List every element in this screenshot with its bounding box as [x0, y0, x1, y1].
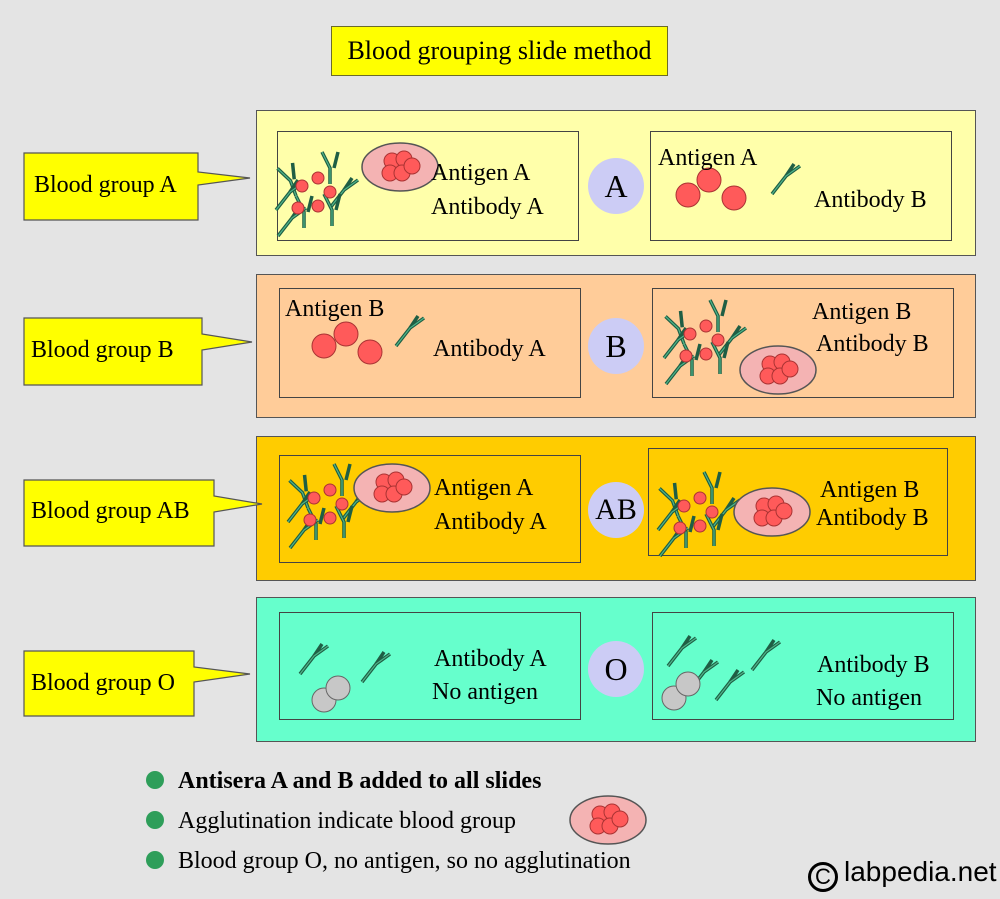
slide-b-right	[652, 288, 954, 398]
slide-b-right-line1: Antigen B	[812, 299, 912, 325]
bullet-text: Agglutination indicate blood group	[178, 808, 516, 834]
slide-ab-right-line1: Antigen B	[820, 477, 920, 503]
slide-a-right	[650, 131, 952, 241]
label-blood-group-o: Blood group O	[31, 670, 175, 696]
bullet-dot-icon	[146, 771, 164, 789]
copyright-text: labpedia.net	[844, 856, 997, 887]
copyright-icon: C	[808, 862, 838, 892]
bullet-text: Blood group O, no antigen, so no aggluti…	[178, 848, 631, 874]
bullet-dot-icon	[146, 851, 164, 869]
slide-ab-left-line1: Antigen A	[434, 475, 534, 501]
center-label-ab: AB	[588, 482, 644, 538]
slide-o-right	[652, 612, 954, 720]
center-label-b: B	[588, 318, 644, 374]
slide-o-left-line1: Antibody A	[434, 646, 547, 672]
slide-a-left-line1: Antigen A	[431, 160, 531, 186]
label-blood-group-b: Blood group B	[31, 337, 174, 363]
diagram-title: Blood grouping slide method	[331, 26, 668, 76]
slide-a-left	[277, 131, 579, 241]
bullet-item: Antisera A and B added to all slides	[146, 768, 541, 795]
slide-ab-right-line2: Antibody B	[816, 505, 929, 531]
slide-o-right-line2: No antigen	[816, 685, 922, 711]
slide-o-left	[279, 612, 581, 720]
slide-a-left-line2: Antibody A	[431, 194, 544, 220]
slide-o-right-line1: Antibody B	[817, 652, 930, 678]
slide-b-right-line2: Antibody B	[816, 331, 929, 357]
slide-o-left-line2: No antigen	[432, 679, 538, 705]
slide-a-right-line2: Antibody B	[814, 187, 927, 213]
bullet-dot-icon	[146, 811, 164, 829]
slide-ab-right	[648, 448, 948, 556]
slide-ab-left	[279, 455, 581, 563]
label-blood-group-ab: Blood group AB	[31, 498, 190, 524]
center-label-a: A	[588, 158, 644, 214]
label-blood-group-a: Blood group A	[34, 172, 177, 198]
bullet-item: Blood group O, no antigen, so no aggluti…	[146, 848, 631, 875]
bullet-item: Agglutination indicate blood group	[146, 808, 516, 835]
slide-b-left	[279, 288, 581, 398]
slide-ab-left-line2: Antibody A	[434, 509, 547, 535]
center-label-o: O	[588, 641, 644, 697]
bullet-text: Antisera A and B added to all slides	[178, 768, 542, 794]
slide-a-right-line1: Antigen A	[658, 145, 758, 171]
slide-b-left-line1: Antigen B	[285, 296, 385, 322]
slide-b-left-line2: Antibody A	[433, 336, 546, 362]
